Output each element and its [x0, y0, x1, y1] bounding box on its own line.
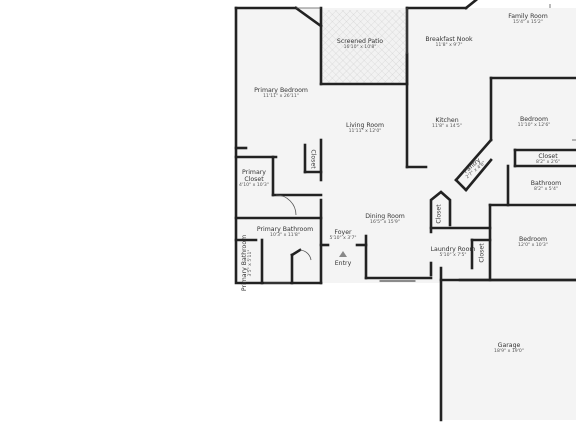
entry-arrow [339, 251, 347, 257]
door-lines [264, 4, 576, 284]
walls [234, 0, 576, 422]
screened-patio-floor [321, 10, 407, 84]
